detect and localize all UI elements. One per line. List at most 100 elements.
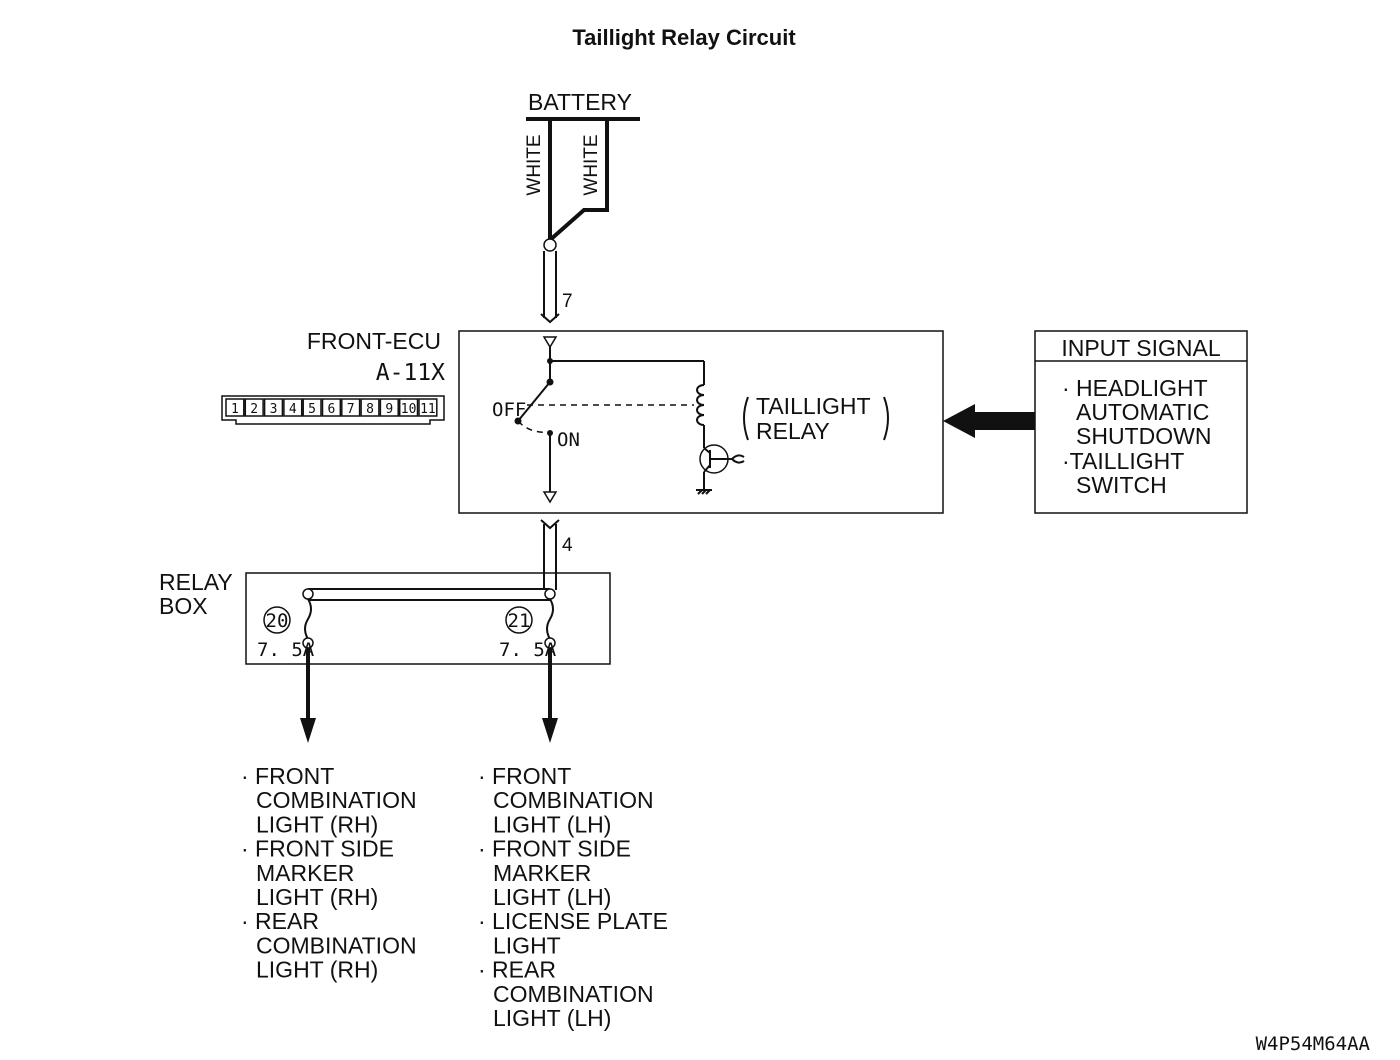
relay-switch: OFF ON	[492, 336, 704, 504]
connector-pin-number: 5	[308, 402, 316, 417]
load-item: COMBINATION	[256, 932, 417, 958]
relay-box	[245, 572, 611, 665]
load-item: · FRONT SIDE	[241, 836, 394, 862]
harness-terminal-4: 4	[540, 519, 573, 590]
fuse-number: 20	[266, 610, 289, 632]
load-item: COMBINATION	[493, 787, 654, 813]
connector-pin	[341, 398, 361, 417]
input-signal-line: AUTOMATIC	[1076, 399, 1209, 425]
ecu-box	[458, 330, 944, 514]
fuse-rating: 7. 5A	[499, 639, 557, 661]
arrow-down-icon	[542, 718, 558, 743]
relay-label-line-2: RELAY	[756, 418, 830, 444]
connector-pin-number: 1	[231, 402, 239, 417]
splice-point	[543, 238, 557, 252]
switch-contact-arm	[517, 381, 551, 422]
input-signal-line: SWITCH	[1076, 472, 1167, 498]
output-arrow-lh	[542, 648, 558, 743]
relay-box-label-1: RELAY	[159, 569, 233, 595]
input-signal-arrow	[943, 404, 1035, 438]
load-item: · LICENSE PLATE	[478, 908, 668, 934]
fuse-icon	[304, 598, 312, 640]
load-item: LIGHT (RH)	[256, 957, 378, 983]
relay-label-line-1: TAILLIGHT	[756, 393, 871, 419]
load-item: · FRONT	[478, 763, 571, 789]
arrow-down-icon	[300, 718, 316, 743]
load-item: MARKER	[493, 860, 591, 886]
harness-terminal-7: 7	[540, 251, 573, 324]
diagram-title: Taillight Relay Circuit	[572, 25, 796, 50]
connector-pin	[379, 398, 399, 417]
load-item: · REAR	[241, 908, 319, 934]
terminal-bottom-marker	[542, 491, 558, 504]
connector-pin	[321, 398, 342, 417]
bracket-right	[883, 396, 889, 441]
wire-color-left: WHITE	[524, 134, 545, 195]
load-item: · FRONT	[241, 763, 334, 789]
relay-box-label-2: BOX	[159, 593, 208, 619]
connector-pin	[225, 398, 245, 417]
battery: BATTERY WHITE WHITE	[524, 89, 640, 252]
connector-pin-number: 4	[289, 402, 297, 417]
driver-transistor	[696, 444, 745, 495]
battery-label: BATTERY	[528, 89, 632, 115]
connector-pin	[283, 398, 303, 417]
ecu-name: FRONT-ECU	[307, 328, 441, 354]
wire-color-right: WHITE	[581, 134, 602, 195]
connector-pin	[418, 398, 438, 417]
input-signal-line: ·TAILLIGHT	[1062, 448, 1184, 474]
battery-wire-right	[548, 119, 609, 242]
fuse-20: 20 7. 5A	[257, 598, 315, 661]
figure-code: W4P54M64AA	[1256, 1033, 1371, 1055]
relay-coil	[696, 361, 705, 448]
load-item: LIGHT (LH)	[493, 1005, 611, 1031]
load-item: MARKER	[256, 860, 354, 886]
switch-on-label: ON	[557, 429, 580, 451]
fuse-rating: 7. 5A	[257, 639, 315, 661]
load-item: LIGHT (RH)	[256, 884, 378, 910]
bracket-left	[743, 396, 749, 441]
load-item: COMBINATION	[256, 787, 417, 813]
connector-pin-number: 7	[347, 402, 355, 417]
connector-pin	[398, 398, 419, 417]
terminal-top-marker	[542, 336, 558, 349]
connector-pin-number: 10	[401, 402, 417, 417]
connector-pin	[302, 398, 322, 417]
fuse-icon	[546, 598, 554, 640]
connector-pin	[263, 398, 284, 417]
connector-pin-number: 11	[420, 402, 436, 417]
switch-off-label: OFF	[492, 399, 526, 421]
input-signal-line: SHUTDOWN	[1076, 423, 1211, 449]
load-item: LIGHT (LH)	[493, 884, 611, 910]
output-arrow-rh	[300, 648, 316, 743]
terminal-4-label: 4	[562, 535, 573, 556]
fuse-number: 21	[508, 610, 531, 632]
terminal-7-label: 7	[562, 291, 573, 312]
load-item: LIGHT (RH)	[256, 811, 378, 837]
connector-pin-number: 6	[327, 402, 335, 417]
connector-pin-number: 9	[385, 402, 393, 417]
connector-pin	[360, 398, 380, 417]
ecu-connector-id: A-11X	[376, 360, 445, 386]
input-signal-box: INPUT SIGNAL · HEADLIGHT AUTOMATIC SHUTD…	[1034, 330, 1248, 514]
connector-pin	[244, 398, 264, 417]
connector-pin-number: 2	[250, 402, 258, 417]
input-signal-line: · HEADLIGHT	[1062, 375, 1208, 401]
input-signal-header: INPUT SIGNAL	[1061, 335, 1221, 361]
connector-pin-number: 3	[270, 402, 278, 417]
coil-icon	[696, 384, 705, 426]
relay-box-bus	[302, 588, 556, 601]
load-item: COMBINATION	[493, 981, 654, 1007]
connector-pin-number: 8	[366, 402, 374, 417]
load-item: · FRONT SIDE	[478, 836, 631, 862]
switch-on-travel	[517, 420, 551, 434]
fuse-21: 21 7. 5A	[499, 598, 557, 661]
load-item: · REAR	[478, 957, 556, 983]
taillight-relay-label: TAILLIGHT RELAY	[743, 393, 889, 444]
load-item: LIGHT (LH)	[493, 811, 611, 837]
load-item: LIGHT	[493, 932, 561, 958]
